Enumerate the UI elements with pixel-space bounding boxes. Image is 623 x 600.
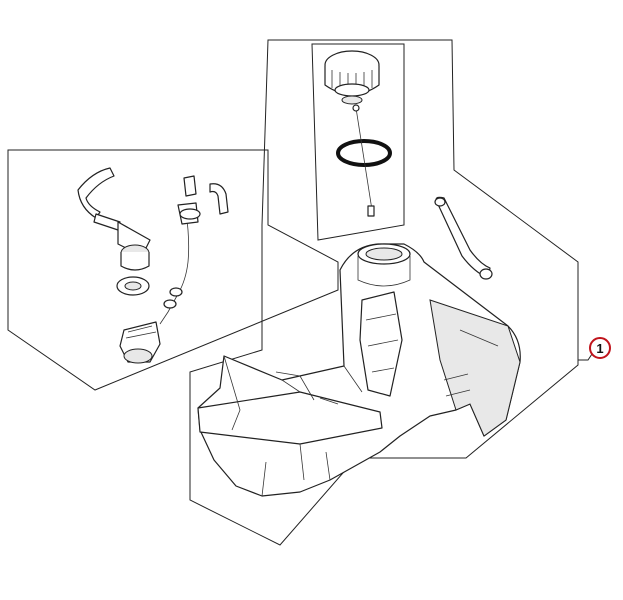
callout-ring bbox=[589, 337, 611, 359]
frame-left-parts bbox=[7, 149, 339, 391]
elbow-fitting bbox=[209, 183, 229, 215]
callout-1[interactable]: 1 bbox=[578, 337, 611, 361]
vent-hose bbox=[77, 167, 115, 219]
fuel-line-parts bbox=[77, 167, 229, 364]
fuel-cap-assembly bbox=[324, 50, 392, 217]
dipstick bbox=[355, 107, 373, 211]
o-ring-gasket bbox=[336, 139, 392, 167]
mount-bracket bbox=[359, 291, 403, 397]
callout-leader-line bbox=[578, 353, 593, 361]
return-hose bbox=[434, 196, 493, 280]
callout-label: 1 bbox=[596, 341, 603, 356]
tank-side-wall bbox=[429, 299, 521, 437]
frame-cap-inner bbox=[311, 43, 405, 241]
fuel-tank bbox=[197, 243, 521, 497]
